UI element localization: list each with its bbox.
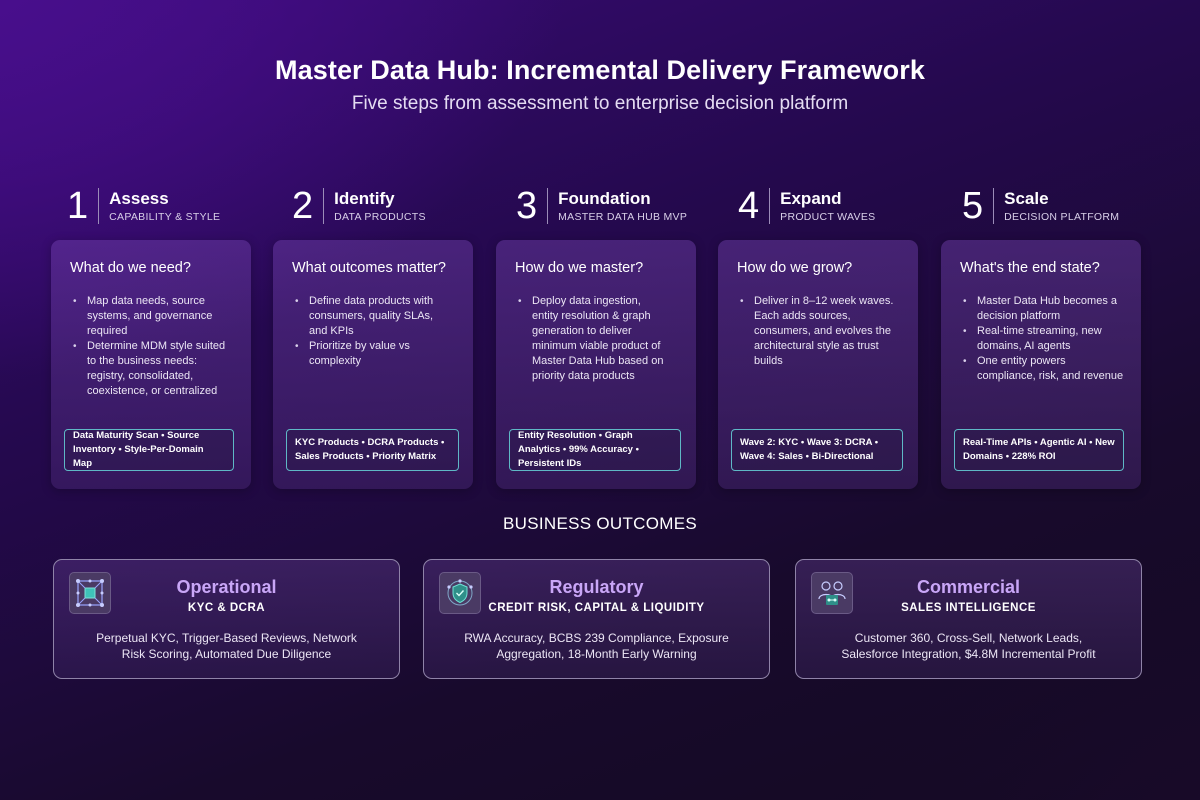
card-bullets: Define data products with consumers, qua… [295,294,447,369]
outcome-description: RWA Accuracy, BCBS 239 Compliance, Expos… [464,631,729,661]
step-card-5: What's the end state? Master Data Hub be… [941,240,1141,489]
step-subtitle: DECISION PLATFORM [1004,211,1120,223]
step-card-1: What do we need? Map data needs, source … [51,240,251,489]
card-bullets: Master Data Hub becomes a decision platf… [963,294,1127,384]
step-header-3: 3 Foundation MASTER DATA HUB MVP [516,186,687,226]
step-number: 4 [738,186,771,226]
outcome-card-commercial: Commercial SALES INTELLIGENCE Customer 3… [795,559,1142,679]
list-item: Deploy data ingestion, entity resolution… [518,294,668,384]
card-tag: Data Maturity Scan • Source Inventory • … [64,429,234,471]
step-number: 1 [67,186,100,226]
card-question: What's the end state? [960,260,1100,276]
list-item: Real-time streaming, new domains, AI age… [963,324,1127,354]
step-header-5: 5 Scale DECISION PLATFORM [962,186,1119,226]
outcomes-heading: BUSINESS OUTCOMES [502,514,698,533]
list-item: Master Data Hub becomes a decision platf… [963,294,1127,324]
step-number: 2 [292,186,325,226]
step-name: Assess [109,189,169,208]
step-name: Foundation [558,189,651,208]
card-bullets: Deliver in 8–12 week waves. Each adds so… [740,294,894,369]
card-question: What do we need? [70,260,191,276]
outcome-card-regulatory: Regulatory CREDIT RISK, CAPITAL & LIQUID… [423,559,770,679]
outcome-title: Operational [176,577,277,597]
step-header-2: 2 Identify DATA PRODUCTS [292,186,426,226]
card-tag: Wave 2: KYC • Wave 3: DCRA • Wave 4: Sal… [731,429,903,471]
page-subtitle: Five steps from assessment to enterprise… [351,93,849,114]
outcome-subtitle: SALES INTELLIGENCE [901,602,1036,614]
step-header-4: 4 Expand PRODUCT WAVES [738,186,875,226]
outcome-description: Perpetual KYC, Trigger-Based Reviews, Ne… [96,631,357,661]
list-item: Determine MDM style suited to the busine… [73,339,235,399]
step-subtitle: DATA PRODUCTS [334,211,426,223]
page-title: Master Data Hub: Incremental Delivery Fr… [275,55,925,85]
list-item: Prioritize by value vs complexity [295,339,447,369]
card-bullets: Deploy data ingestion, entity resolution… [518,294,668,384]
card-question: How do we master? [515,260,644,276]
step-header-1: 1 Assess CAPABILITY & STYLE [67,186,220,226]
step-name: Identify [334,189,395,208]
card-tag: Real-Time APIs • Agentic AI • New Domain… [954,429,1124,471]
card-question: How do we grow? [737,260,853,276]
step-subtitle: CAPABILITY & STYLE [109,211,221,223]
step-subtitle: MASTER DATA HUB MVP [558,211,688,223]
outcome-subtitle: CREDIT RISK, CAPITAL & LIQUIDITY [488,602,705,614]
card-tag: KYC Products • DCRA Products • Sales Pro… [286,429,459,471]
card-question: What outcomes matter? [292,260,446,276]
card-tag: Entity Resolution • Graph Analytics • 99… [509,429,681,471]
step-card-2: What outcomes matter? Define data produc… [273,240,473,489]
outcome-card-operational: Operational KYC & DCRA Perpetual KYC, Tr… [53,559,400,679]
outcome-subtitle: KYC & DCRA [187,602,266,614]
step-number: 3 [516,186,549,226]
card-bullets: Map data needs, source systems, and gove… [73,294,235,399]
list-item: Deliver in 8–12 week waves. Each adds so… [740,294,894,369]
step-card-4: How do we grow? Deliver in 8–12 week wav… [718,240,918,489]
step-card-3: How do we master? Deploy data ingestion,… [496,240,696,489]
people-network-icon [811,572,853,614]
outcome-description: Customer 360, Cross-Sell, Network Leads,… [841,631,1096,661]
step-name: Scale [1004,189,1049,208]
step-number: 5 [962,186,995,226]
outcome-title: Regulatory [549,577,644,597]
network-grid-icon [69,572,111,614]
step-subtitle: PRODUCT WAVES [780,211,876,223]
list-item: Map data needs, source systems, and gove… [73,294,235,339]
shield-icon [439,572,481,614]
outcome-title: Commercial [916,577,1021,597]
step-name: Expand [780,189,842,208]
list-item: Define data products with consumers, qua… [295,294,447,339]
list-item: One entity powers compliance, risk, and … [963,354,1127,384]
